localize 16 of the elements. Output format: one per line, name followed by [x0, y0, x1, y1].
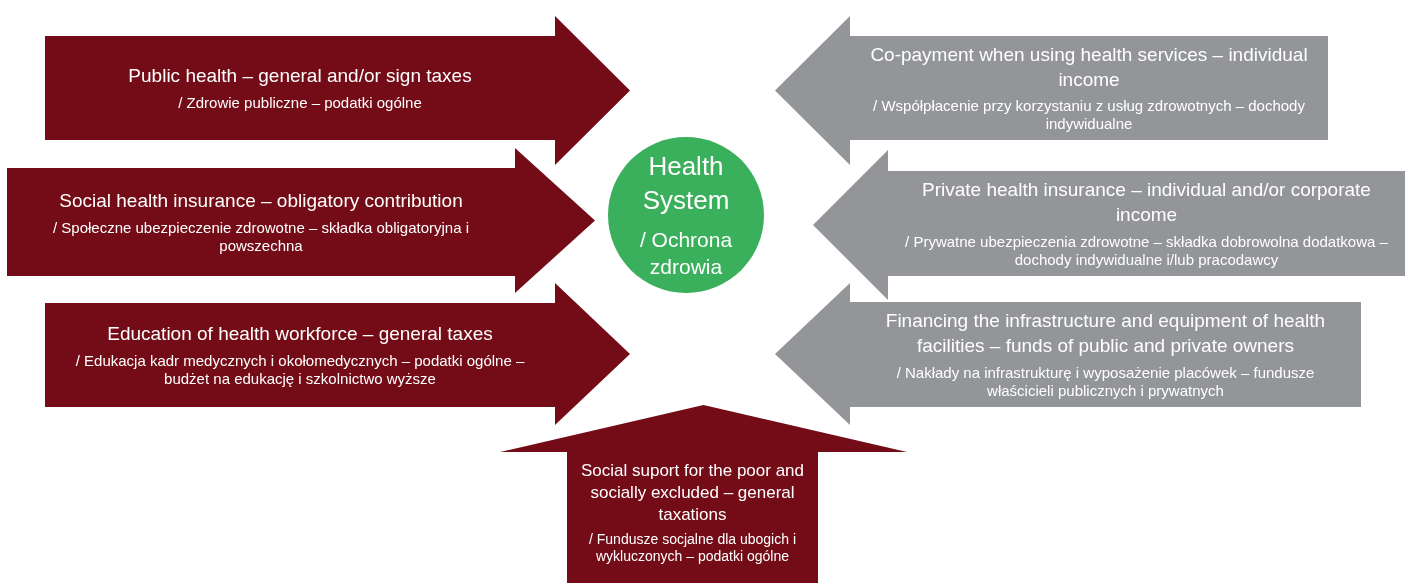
heading-text: Education of health workforce – general taxes — [107, 322, 493, 347]
heading-text: Health System — [641, 149, 731, 217]
heading-text: Social suport for the poor and socially excluded – general taxations — [580, 459, 805, 526]
heading-text: Public health – general and/or sign taxes — [128, 64, 472, 89]
translation-text: / Prywatne ubezpieczenia zdrowotne – składka dobrowolna dodatkowa – dochody indywidualne i/lub pracodawcy — [904, 232, 1389, 269]
heading-text: Private health insurance – individual and/or corporate income — [921, 178, 1372, 227]
translation-text: / Edukacja kadr medycznych i okołomedycznych – podatki ogólne – budżet na edukację i szkolnictwo wyższe — [74, 351, 526, 388]
translation-text: / Nakłady na infrastrukturę i wyposażenie placówek – fundusze właścicieli publicznych i prywatnych — [895, 363, 1316, 400]
translation-text: / Ochrona zdrowia — [638, 226, 734, 280]
heading-text: Financing the infrastructure and equipment of health facilities – funds of public and private owners — [884, 309, 1327, 358]
heading-text: Social health insurance – obligatory contribution — [59, 189, 463, 214]
translation-text: / Zdrowie publiczne – podatki ogólne — [178, 93, 422, 112]
translation-text: / Społeczne ubezpieczenie zdrowotne – składka obligatoryjna i powszechna — [51, 218, 471, 255]
translation-text: / Fundusze socjalne dla ubogich i wykluczonych – podatki ogólne — [588, 530, 797, 565]
heading-text: Co-payment when using health services – individual income — [869, 42, 1309, 92]
translation-text: / Współpłacenie przy korzystaniu z usług zdrowotnych – dochody indywidualne — [872, 97, 1306, 134]
